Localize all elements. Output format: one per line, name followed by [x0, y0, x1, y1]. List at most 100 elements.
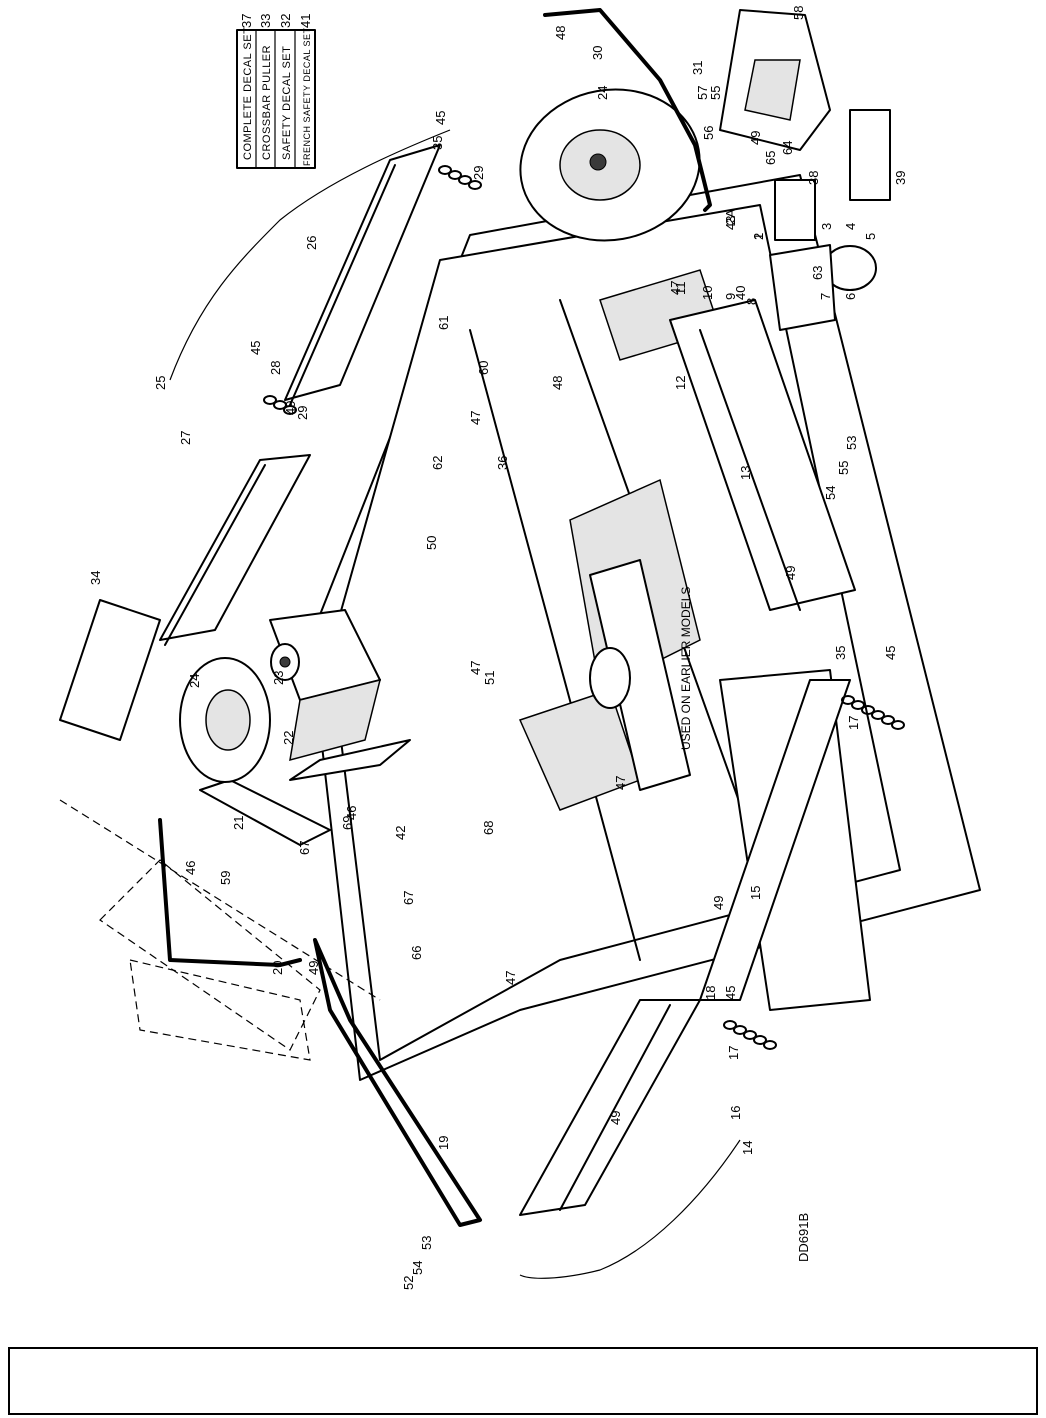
- callout-35: 35: [833, 646, 848, 660]
- tire-24-rear: [519, 88, 701, 242]
- callout-64: 64: [780, 141, 795, 155]
- callout-61: 61: [436, 316, 451, 330]
- callout-53: 53: [844, 436, 859, 450]
- callout-47: 47: [503, 971, 518, 985]
- callout-20: 20: [270, 961, 285, 975]
- skid-plate-right: [669, 299, 856, 611]
- callout-60: 60: [476, 361, 491, 375]
- callout-49: 49: [283, 401, 298, 415]
- callout-46: 46: [183, 861, 198, 875]
- callout-49: 49: [306, 961, 321, 975]
- callout-55: 55: [708, 86, 723, 100]
- callout-5: 5: [863, 233, 878, 240]
- callout-47: 47: [613, 776, 628, 790]
- callout-58: 58: [791, 6, 806, 20]
- callout-39: 39: [893, 171, 908, 185]
- callout-21: 21: [231, 816, 246, 830]
- callout-53: 53: [419, 1236, 434, 1250]
- callout-56: 56: [701, 126, 716, 140]
- decal-row-1-ref: 33: [258, 14, 273, 28]
- callout-45: 45: [723, 986, 738, 1000]
- crossbar-27: [159, 454, 311, 646]
- chain-17-left: [723, 1020, 777, 1050]
- callout-48: 48: [553, 26, 568, 40]
- callout-47: 47: [468, 661, 483, 675]
- mounting-plate-34: [59, 599, 161, 741]
- callout-57: 57: [695, 86, 710, 100]
- wheel-arm-30: [543, 8, 712, 212]
- callout-47: 47: [468, 411, 483, 425]
- callout-65: 65: [763, 151, 778, 165]
- decal-row-2-label: SAFETY DECAL SET: [281, 46, 293, 160]
- callout-18: 18: [703, 986, 718, 1000]
- decal-row-0-ref: 37: [239, 14, 254, 28]
- callout-31: 31: [690, 61, 705, 75]
- callout-66: 66: [409, 946, 424, 960]
- callout-49: 49: [783, 566, 798, 580]
- callout-69: 69: [340, 816, 355, 830]
- decal-row-1-label: CROSSBAR PULLER: [261, 45, 273, 160]
- a-frame-19: [313, 938, 482, 1227]
- tractor-frame-outline: [59, 799, 381, 1061]
- callout-24: 24: [187, 674, 202, 688]
- callout-14: 14: [740, 1141, 755, 1155]
- callout-19: 19: [436, 1136, 451, 1150]
- callout-2: 2: [751, 233, 766, 240]
- decal-row-0-label: COMPLETE DECAL SET: [242, 27, 254, 160]
- callout-49: 49: [748, 131, 763, 145]
- chain-29-top: [438, 165, 482, 190]
- callout-36: 36: [495, 456, 510, 470]
- callout-63: 63: [810, 266, 825, 280]
- callout-45: 45: [433, 111, 448, 125]
- earlier-models-note: USED ON EARLIER MODELS: [679, 587, 693, 750]
- callout-54: 54: [823, 486, 838, 500]
- callout-38: 38: [806, 171, 821, 185]
- callout-1: 1: [751, 233, 766, 240]
- callout-25: 25: [153, 376, 168, 390]
- callout-8: 8: [744, 298, 759, 305]
- callout-45: 45: [248, 341, 263, 355]
- callout-6: 6: [843, 293, 858, 300]
- callout-67: 67: [297, 841, 312, 855]
- callout-15: 15: [748, 886, 763, 900]
- callout-51: 51: [482, 671, 497, 685]
- callout-29: 29: [295, 406, 310, 420]
- callout-50: 50: [424, 536, 439, 550]
- callout-26: 26: [304, 236, 319, 250]
- earlier-models-note-text: USED ON EARLIER MODELS: [679, 587, 693, 750]
- callout-24: 24: [595, 86, 610, 100]
- callout-30: 30: [590, 46, 605, 60]
- decal-table: COMPLETE DECAL SET CROSSBAR PULLER SAFET…: [236, 14, 316, 169]
- callout-67: 67: [401, 891, 416, 905]
- callout-7: 7: [818, 293, 833, 300]
- callout-17: 17: [846, 716, 861, 730]
- callout-40: 40: [733, 286, 748, 300]
- callout-52: 52: [401, 1276, 416, 1290]
- decal-row-3-ref: 41: [298, 14, 313, 28]
- callout-55: 55: [836, 461, 851, 475]
- gearbox-23: [269, 609, 382, 762]
- callout-27: 27: [178, 431, 193, 445]
- drawing-code: DD691B: [796, 1213, 811, 1262]
- crossbar-26: [284, 144, 441, 406]
- decal-row-2-ref: 32: [278, 14, 293, 28]
- hitch-bar-20: [158, 818, 302, 967]
- callout-46: 46: [344, 806, 359, 820]
- bracket-25: [169, 129, 451, 381]
- footer-box: [8, 1347, 1038, 1415]
- callout-22: 22: [281, 731, 296, 745]
- callout-29: 29: [471, 166, 486, 180]
- callout-11: 11: [673, 282, 688, 296]
- callout-23: 23: [271, 671, 286, 685]
- bracket-14: [519, 1139, 741, 1279]
- callout-48: 48: [550, 376, 565, 390]
- callout-13: 13: [738, 466, 753, 480]
- callout-45: 45: [883, 646, 898, 660]
- callout-28: 28: [268, 361, 283, 375]
- exploded-parts-diagram: COMPLETE DECAL SET CROSSBAR PULLER SAFET…: [59, 6, 981, 1290]
- callout-34: 34: [88, 571, 103, 585]
- callout-43: 43: [723, 216, 738, 230]
- callout-4: 4: [843, 223, 858, 230]
- mower-deck: [309, 174, 981, 1081]
